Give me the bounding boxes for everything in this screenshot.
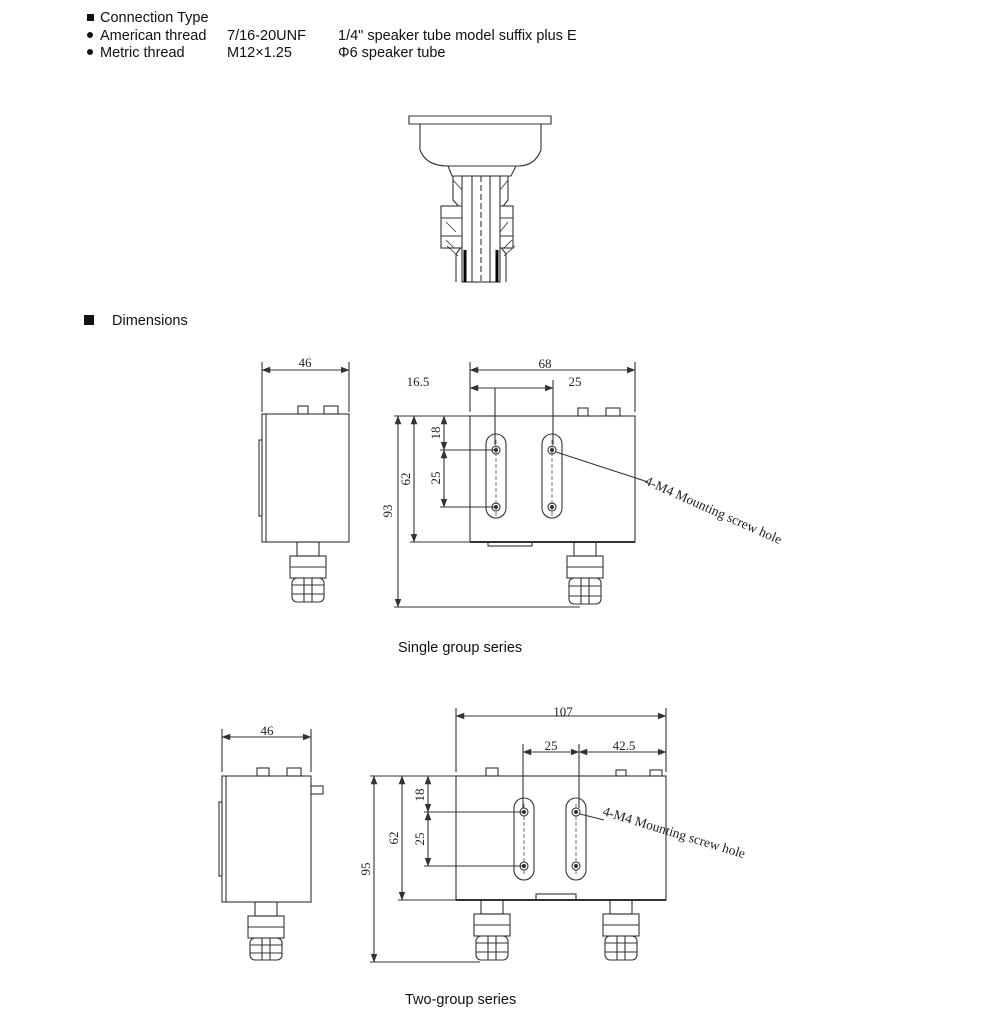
double-total-height-label: 95 <box>358 863 373 876</box>
dimensions-heading: Dimensions <box>112 313 188 329</box>
single-slot-top-label: 18 <box>428 427 443 440</box>
double-slot-top-label: 18 <box>412 789 427 802</box>
dimensions-heading-row: Dimensions <box>84 313 188 329</box>
single-mounting-note: 4-M4 Mounting screw hole <box>643 473 784 547</box>
fitting-cross-section <box>408 115 552 283</box>
thread-spec: 7/16-20UNF <box>227 27 306 44</box>
single-side-view <box>258 362 350 603</box>
double-side-width-label: 46 <box>261 723 275 738</box>
double-front-width-label: 107 <box>553 704 573 719</box>
dot-bullet-icon <box>84 28 96 46</box>
double-slot-pitch-label: 25 <box>545 738 558 753</box>
two-group-caption: Two-group series <box>405 992 517 1008</box>
thread-type-label: American thread <box>100 27 207 44</box>
single-side-width-label: 46 <box>299 355 313 370</box>
single-front-view <box>394 362 649 608</box>
double-front-view <box>370 708 667 963</box>
square-bullet-icon <box>84 10 96 28</box>
double-mounting-note: 4-M4 Mounting screw hole <box>601 804 747 862</box>
tube-spec: 1/4" speaker tube model suffix plus E <box>338 27 577 44</box>
double-body-height-label: 62 <box>386 832 401 845</box>
connection-type-heading: Connection Type <box>100 10 209 26</box>
single-slot-pitch-label: 25 <box>569 374 582 389</box>
single-slot-length-label: 25 <box>428 472 443 485</box>
double-offset-label: 42.5 <box>613 738 636 753</box>
single-front-width-label: 68 <box>539 356 552 371</box>
single-group-caption: Single group series <box>398 640 523 656</box>
single-body-height-label: 62 <box>398 473 413 486</box>
square-bullet-icon <box>84 314 94 325</box>
double-slot-length-label: 25 <box>412 833 427 846</box>
single-total-height-label: 93 <box>380 505 395 518</box>
thread-spec: M12×1.25 <box>227 45 292 61</box>
dot-bullet-icon <box>84 45 96 63</box>
single-offset-label: 16.5 <box>407 374 430 389</box>
double-side-view <box>218 729 324 961</box>
thread-type-label: Metric thread <box>100 45 185 61</box>
tube-spec: Φ6 speaker tube <box>338 45 446 61</box>
